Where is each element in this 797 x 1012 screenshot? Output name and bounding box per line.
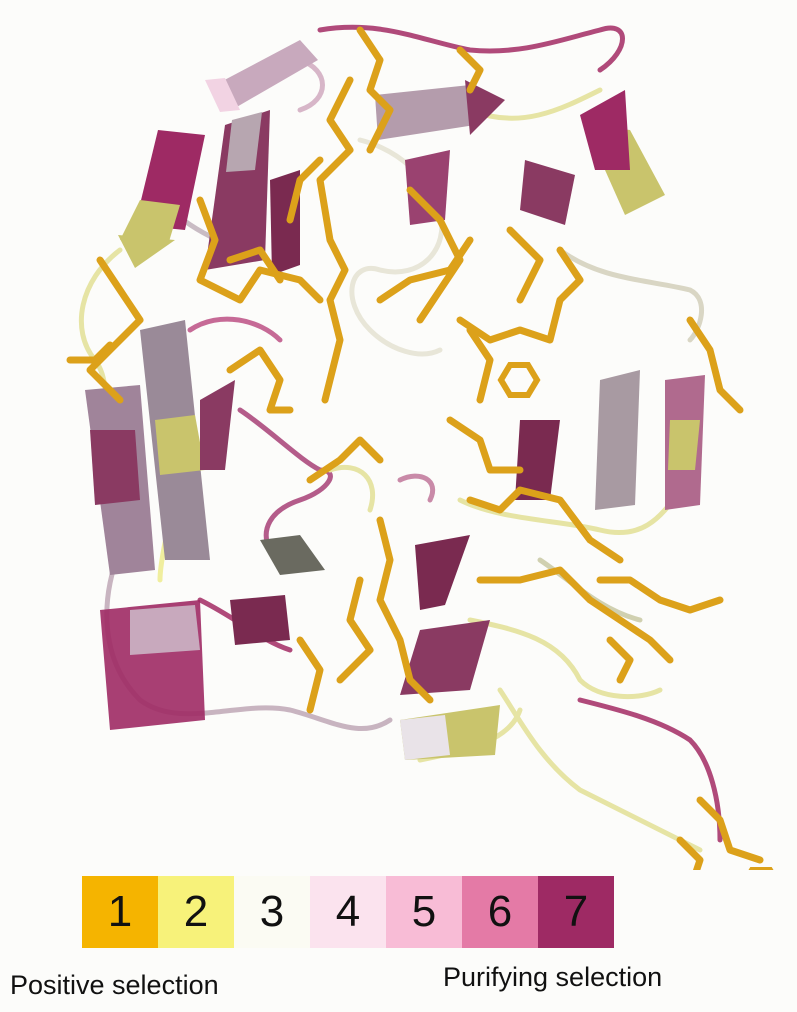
- scale-cell-2: 2: [158, 876, 234, 948]
- scale-label-4: 4: [335, 887, 361, 936]
- scale-cell-7: 7: [538, 876, 614, 948]
- purifying-selection-caption: Purifying selection: [443, 962, 663, 992]
- protein-structure-ribbon: [66, 24, 774, 870]
- scale-cell-1: 1: [82, 876, 158, 948]
- scale-cell-3: 3: [234, 876, 310, 948]
- scale-label-2: 2: [183, 887, 209, 936]
- scale-label-1: 1: [107, 887, 133, 936]
- scale-cell-4: 4: [310, 876, 386, 948]
- conservation-color-scale: 1 2 3 4 5 6 7: [82, 876, 614, 948]
- scale-label-5: 5: [411, 887, 437, 936]
- scale-label-7: 7: [563, 887, 589, 936]
- beta-strands: [85, 40, 705, 760]
- aromatic-rings: [497, 362, 774, 870]
- positive-selection-caption: Positive selection: [10, 970, 219, 1000]
- scale-label-3: 3: [259, 887, 285, 936]
- scale-cell-6: 6: [462, 876, 538, 948]
- scale-label-6: 6: [487, 887, 513, 936]
- positive-selection-sticks: [66, 26, 764, 870]
- scale-cell-5: 5: [386, 876, 462, 948]
